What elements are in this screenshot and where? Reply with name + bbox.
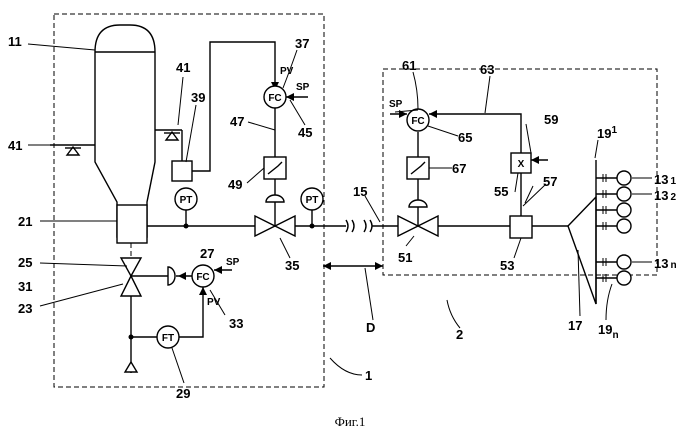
ref-51: 51 xyxy=(398,250,412,265)
signal-sp33: SP xyxy=(226,257,240,268)
ref-1: 1 xyxy=(365,368,372,383)
pt-left-label: PT xyxy=(180,195,193,206)
ref-59: 59 xyxy=(544,112,558,127)
ref-27: 27 xyxy=(200,246,214,261)
valve-31-top xyxy=(121,258,141,276)
fc37-label: FC xyxy=(268,93,281,104)
transmitter-39 xyxy=(172,161,192,181)
valve-35-a xyxy=(255,216,275,236)
signal-39-to-fc37 xyxy=(192,42,275,171)
ref-39: 39 xyxy=(191,90,205,105)
fc61-label: FC xyxy=(411,116,424,127)
break-right xyxy=(364,220,366,232)
arrow-sp45 xyxy=(286,93,294,101)
consumer-circles-13 xyxy=(617,171,631,285)
valve-35-b xyxy=(275,216,295,236)
ref-D: D xyxy=(366,320,375,335)
signal-sp45: SP xyxy=(296,82,310,93)
ft29-label: FT xyxy=(162,333,174,344)
fc33-label: FC xyxy=(196,272,209,283)
ref-55: 55 xyxy=(494,184,508,199)
ref-63: 63 xyxy=(480,62,494,77)
manifold-17 xyxy=(568,197,596,304)
load-cell-41-right xyxy=(155,130,182,161)
ref-53: 53 xyxy=(500,258,514,273)
signal-sp61: SP xyxy=(389,99,403,110)
mult55-label: X xyxy=(518,159,525,170)
ref-19-n: 19n xyxy=(598,322,619,341)
ref-33: 33 xyxy=(229,316,243,331)
flow-meter-53 xyxy=(510,216,532,238)
ref-29: 29 xyxy=(176,386,190,401)
ref-49: 49 xyxy=(228,177,242,192)
figure-caption: Фиг.1 xyxy=(335,414,366,429)
ref-25: 25 xyxy=(18,255,32,270)
nozzle-branches xyxy=(596,160,617,304)
ref-13-2: 132 xyxy=(654,188,676,203)
valve-31-bottom xyxy=(121,276,141,296)
actuator-35 xyxy=(266,195,284,202)
valve-51-a xyxy=(398,216,418,236)
tank-outlet-21 xyxy=(117,205,147,243)
pt-right-label: PT xyxy=(306,195,319,206)
ref-15: 15 xyxy=(353,184,367,199)
ref-31: 31 xyxy=(18,279,32,294)
ref-65: 65 xyxy=(458,130,472,145)
signal-pv37: PV xyxy=(280,66,294,77)
ref-67: 67 xyxy=(452,161,466,176)
valve-51-b xyxy=(418,216,438,236)
ref-17: 17 xyxy=(568,318,582,333)
ref-11: 11 xyxy=(8,34,22,49)
actuator-31 xyxy=(168,267,175,285)
ref-21: 21 xyxy=(18,214,32,229)
ref-41-right: 41 xyxy=(176,60,190,75)
signal-63 xyxy=(429,114,521,153)
ref-41-left: 41 xyxy=(8,138,22,153)
break-left xyxy=(346,220,348,232)
signal-pv33: PV xyxy=(207,297,221,308)
ref-61: 61 xyxy=(402,58,416,73)
ref-37: 37 xyxy=(295,36,309,51)
ref-57: 57 xyxy=(543,174,557,189)
ref-23: 23 xyxy=(18,301,32,316)
ref-47: 47 xyxy=(230,114,244,129)
ground-symbol xyxy=(125,362,137,372)
ref-13-1: 131 xyxy=(654,172,676,187)
load-cell-41-left xyxy=(50,145,95,155)
ref-45: 45 xyxy=(298,125,312,140)
ref-13-n: 13n xyxy=(654,256,677,271)
ref-19-1: 191 xyxy=(597,125,617,141)
ref-35: 35 xyxy=(285,258,299,273)
ref-2: 2 xyxy=(456,327,463,342)
actuator-51 xyxy=(409,200,427,207)
